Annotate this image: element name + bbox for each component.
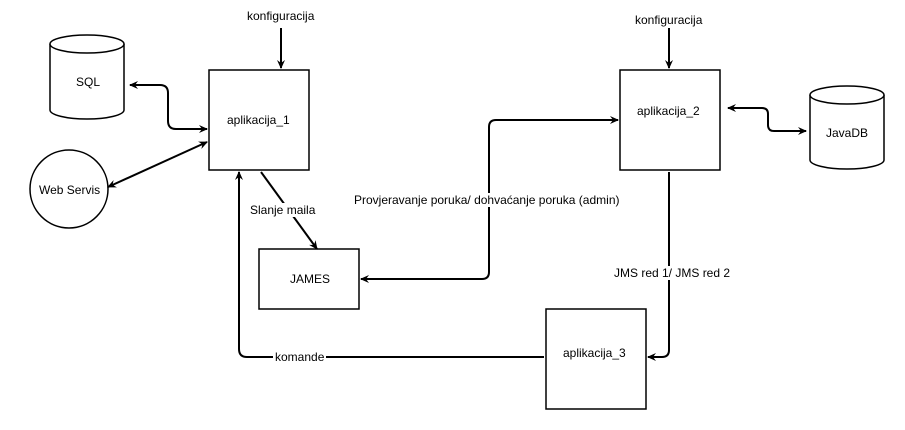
aplikacija-2-box bbox=[619, 69, 721, 171]
james-box bbox=[258, 248, 360, 310]
jms-red-connector bbox=[647, 172, 670, 361]
web-servis-node bbox=[29, 149, 109, 229]
web-servis-label: Web Servis bbox=[39, 183, 101, 197]
komande-connector bbox=[235, 171, 544, 358]
provjeravanje-label: Provjeravanje poruka/ dohvaćanje poruka … bbox=[352, 193, 622, 207]
sql-database bbox=[49, 34, 125, 120]
konfiguracija-1-label: konfiguracija bbox=[247, 9, 315, 23]
aplikacija-1-box bbox=[208, 69, 310, 171]
sql-label: SQL bbox=[76, 75, 101, 89]
javadb-label: JavaDB bbox=[826, 126, 869, 140]
app2-javadb-connector bbox=[727, 104, 807, 135]
aplikacija-1-label: aplikacija_1 bbox=[227, 113, 290, 127]
aplikacija-3-box bbox=[545, 308, 647, 410]
sql-app1-connector bbox=[129, 81, 208, 133]
aplikacija-2-label: aplikacija_2 bbox=[637, 104, 700, 118]
webservis-app1-connector bbox=[107, 141, 208, 188]
slanje-maila-label: Slanje maila bbox=[248, 203, 318, 217]
javadb-database bbox=[809, 85, 885, 170]
komande-label: komande bbox=[273, 350, 327, 364]
konfiguracija-2-label: konfiguracija bbox=[635, 13, 703, 27]
jms-red-label: JMS red 1/ JMS red 2 bbox=[612, 266, 733, 280]
james-label: JAMES bbox=[290, 272, 331, 286]
aplikacija-3-label: aplikacija_3 bbox=[563, 346, 626, 360]
